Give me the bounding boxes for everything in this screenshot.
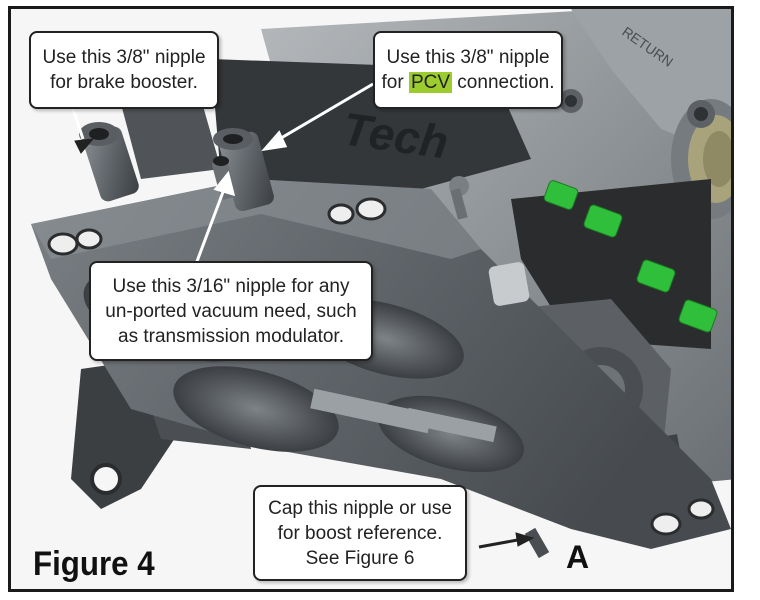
callout-brake-booster: Use this 3/8" nipple for brake booster. [29, 31, 219, 109]
screw [449, 176, 469, 220]
callout-vacuum: Use this 3/16" nipple for any un-ported … [89, 261, 373, 361]
callout-pcv-prefix: for [381, 72, 409, 93]
figure-frame: RETURN Tech [8, 6, 734, 592]
callout-boost: Cap this nipple or use for boost referen… [253, 485, 467, 581]
callout-vacuum-line3: as transmission modulator. [118, 325, 344, 347]
vacuum-nipples [79, 99, 274, 212]
throttle-body-illustration: RETURN Tech [11, 9, 731, 589]
callout-boost-line2: for boost reference. [277, 522, 443, 544]
mounting-holes [47, 197, 715, 536]
callout-pcv-line2: for PCV connection. [382, 70, 555, 95]
callout-brake-booster-line1: Use this 3/8" nipple [42, 47, 206, 68]
callout-pcv: Use this 3/8" nipple for PCV connection. [373, 31, 563, 109]
callout-pcv-line1: Use this 3/8" nipple [386, 47, 550, 68]
callout-boost-line3: See Figure 6 [305, 547, 415, 569]
pcv-highlight: PCV [408, 72, 453, 93]
callout-vacuum-line1: Use this 3/16" nipple for any [112, 275, 350, 297]
injectors [543, 180, 718, 333]
callout-arrows [71, 82, 535, 549]
callout-pcv-suffix: connection. [452, 72, 555, 93]
callout-vacuum-line2: un-ported vacuum need, such [105, 300, 357, 322]
callout-boost-line1: Cap this nipple or use [268, 497, 452, 519]
callout-brake-booster-line2: for brake booster. [50, 72, 198, 93]
marker-a: A [566, 539, 590, 575]
figure-label: Figure 4 [33, 545, 155, 583]
page-margin [734, 0, 760, 600]
